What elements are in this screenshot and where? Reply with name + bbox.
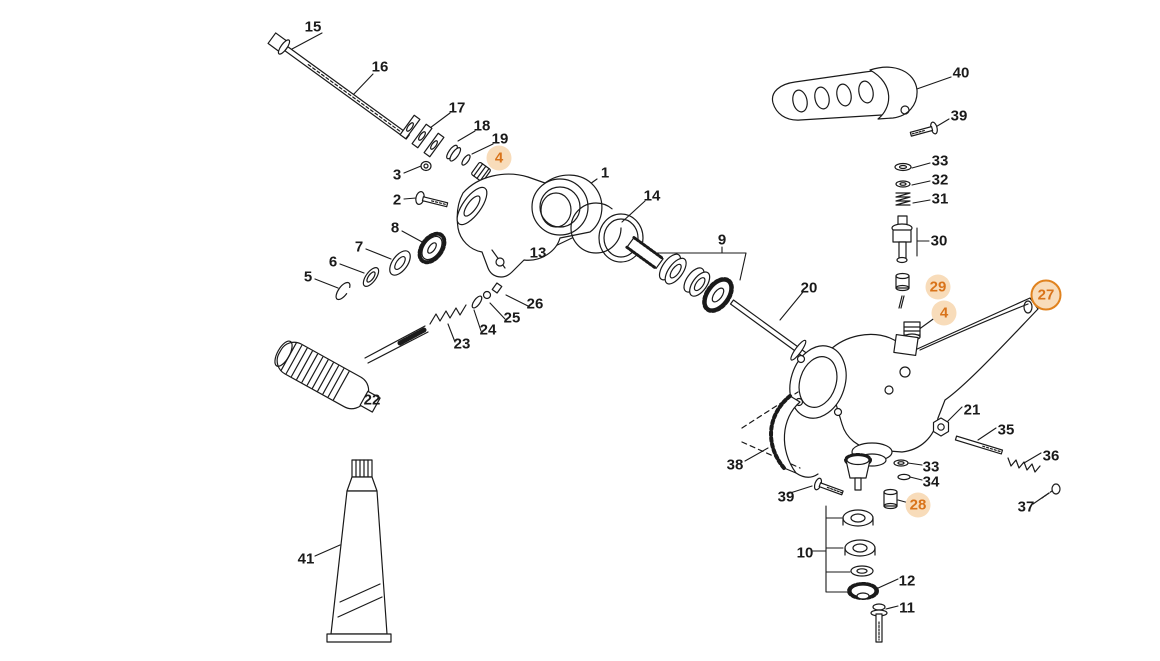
sleeve-28 bbox=[883, 488, 898, 510]
part-label-27-31[interactable]: 27 bbox=[1030, 279, 1062, 311]
part-label-33-37[interactable]: 33 bbox=[922, 458, 940, 476]
bearing-stack-10 bbox=[842, 509, 876, 577]
part-label-2-7[interactable]: 2 bbox=[392, 191, 402, 209]
part-label-30-28[interactable]: 30 bbox=[930, 232, 948, 250]
part-label-39-24[interactable]: 39 bbox=[950, 107, 968, 125]
bolt-11 bbox=[870, 603, 888, 643]
part-label-35-33[interactable]: 35 bbox=[997, 421, 1015, 439]
part-label-19-4[interactable]: 19 bbox=[491, 130, 509, 148]
part-label-1-8[interactable]: 1 bbox=[600, 164, 610, 182]
part-label-31-27[interactable]: 31 bbox=[931, 190, 949, 208]
part-label-23-19[interactable]: 23 bbox=[453, 335, 471, 353]
washers-33-34-lower bbox=[893, 459, 911, 481]
part-label-4-30[interactable]: 4 bbox=[931, 300, 957, 326]
part-label-6-14[interactable]: 6 bbox=[328, 253, 338, 271]
part-label-11-43[interactable]: 11 bbox=[899, 599, 915, 617]
snap-ring-13 bbox=[570, 202, 622, 254]
guard-38 bbox=[741, 391, 819, 478]
part-label-14-9[interactable]: 14 bbox=[643, 187, 661, 205]
part-label-22-20[interactable]: 22 bbox=[363, 391, 381, 409]
handle-40 bbox=[771, 66, 918, 121]
gear-12 bbox=[847, 582, 879, 600]
screw-39-top bbox=[909, 121, 938, 137]
screw-39-lower bbox=[813, 477, 844, 496]
part-label-24-18[interactable]: 24 bbox=[479, 321, 497, 339]
part-label-13-10[interactable]: 13 bbox=[529, 244, 547, 262]
part-label-8-12[interactable]: 8 bbox=[390, 219, 400, 237]
leader-lines bbox=[291, 32, 1050, 610]
plug-4-top bbox=[471, 162, 491, 182]
washers-17-18-19 bbox=[399, 114, 471, 166]
part-label-36-34[interactable]: 36 bbox=[1042, 447, 1060, 465]
small-parts-23-26 bbox=[429, 282, 503, 325]
ring-14 bbox=[598, 213, 644, 263]
part-label-21-32[interactable]: 21 bbox=[963, 401, 981, 419]
part-label-26-16[interactable]: 26 bbox=[526, 295, 544, 313]
stack-33-32-31-30 bbox=[891, 162, 913, 264]
part-label-20-21[interactable]: 20 bbox=[800, 279, 818, 297]
part-label-25-17[interactable]: 25 bbox=[503, 309, 521, 327]
part-label-32-26[interactable]: 32 bbox=[931, 171, 949, 189]
part-label-18-3[interactable]: 18 bbox=[473, 117, 491, 135]
housing-1 bbox=[456, 173, 603, 278]
part-label-10-41[interactable]: 10 bbox=[796, 544, 814, 562]
gear-stack-5-8 bbox=[335, 231, 447, 301]
part-label-39-39[interactable]: 39 bbox=[777, 488, 795, 506]
part-label-3-6[interactable]: 3 bbox=[392, 166, 402, 184]
fasteners-21-35-36-37 bbox=[932, 417, 1061, 499]
screw-2 bbox=[415, 191, 449, 208]
part-label-7-13[interactable]: 7 bbox=[354, 238, 364, 256]
part-label-9-11[interactable]: 9 bbox=[717, 231, 727, 249]
part-label-5-15[interactable]: 5 bbox=[303, 268, 313, 286]
bolt-15-16 bbox=[267, 32, 410, 140]
part-label-37-35[interactable]: 37 bbox=[1017, 498, 1035, 516]
part-label-16-1[interactable]: 16 bbox=[371, 58, 389, 76]
part-label-15-0[interactable]: 15 bbox=[304, 18, 322, 36]
part-label-40-23[interactable]: 40 bbox=[952, 64, 970, 82]
part-label-38-36[interactable]: 38 bbox=[726, 456, 744, 474]
bevel-pinion bbox=[844, 453, 872, 491]
part-label-17-2[interactable]: 17 bbox=[448, 99, 466, 117]
part-label-29-29[interactable]: 29 bbox=[925, 274, 951, 300]
screw-3 bbox=[420, 160, 432, 172]
part-label-34-38[interactable]: 34 bbox=[922, 473, 940, 491]
part-label-12-42[interactable]: 12 bbox=[898, 572, 916, 590]
shaft-22 bbox=[274, 325, 429, 413]
plug-29 bbox=[895, 272, 910, 309]
grease-tube-41 bbox=[326, 459, 392, 643]
part-label-41-22[interactable]: 41 bbox=[297, 550, 315, 568]
bearing-group-9 bbox=[625, 236, 734, 313]
part-label-33-25[interactable]: 33 bbox=[931, 152, 949, 170]
part-label-28-40[interactable]: 28 bbox=[905, 492, 931, 518]
part-label-4-5[interactable]: 4 bbox=[486, 145, 512, 171]
